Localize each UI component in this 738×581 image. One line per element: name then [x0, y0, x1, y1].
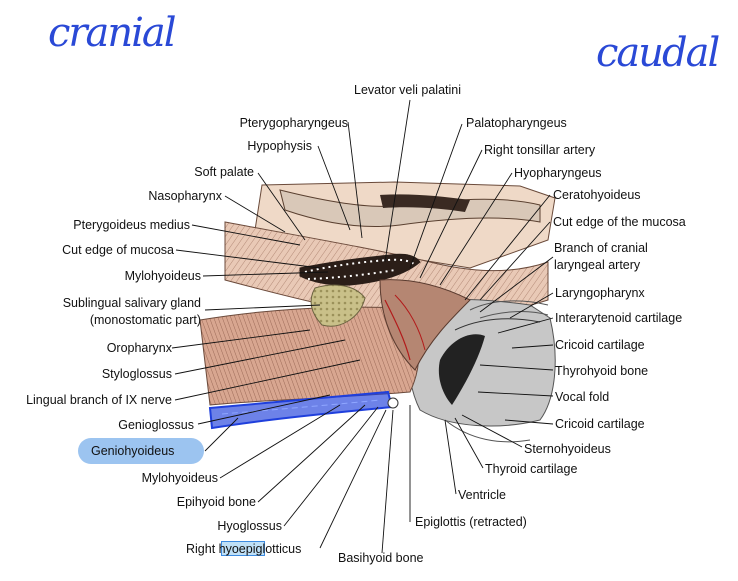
label-right-tonsillar-artery: Right tonsillar artery [484, 143, 596, 157]
label-sublingual-gland-1: Sublingual salivary gland [62, 296, 201, 310]
label-cricoid-cartilage-lower: Cricoid cartilage [555, 417, 645, 431]
label-vocal-fold: Vocal fold [555, 390, 610, 404]
label-hypophysis: Hypophysis [247, 139, 312, 153]
label-laryngopharynx: Laryngopharynx [555, 286, 645, 300]
label-right-hyoepiglotticus-highlighted: hyoepi [218, 542, 256, 556]
label-pterygoideus-medius: Pterygoideus medius [73, 218, 190, 232]
sublingual-gland [310, 284, 366, 327]
label-right-hyoepiglotticus-post: glotticus [255, 542, 302, 556]
label-nasopharynx: Nasopharynx [148, 189, 222, 203]
basihyoid-node [387, 397, 399, 409]
label-branch-cranial-laryngeal-artery-2: laryngeal artery [554, 258, 641, 272]
label-genioglossus: Genioglossus [118, 418, 194, 432]
handwritten-cranial: cranial [48, 10, 177, 56]
label-thyroid-cartilage: Thyroid cartilage [485, 462, 578, 476]
geniohyoideus-highlight [78, 438, 204, 464]
label-thyrohyoid-bone: Thyrohyoid bone [555, 364, 649, 378]
label-mylohyoideus-lower: Mylohyoideus [141, 471, 218, 485]
label-levator-veli-palatini: Levator veli palatini [354, 83, 462, 97]
mucosa-dotted-edge [299, 253, 421, 286]
label-interarytenoid-cartilage: Interarytenoid cartilage [555, 311, 683, 325]
label-basihyoid-bone: Basihyoid bone [338, 551, 424, 565]
label-oropharynx: Oropharynx [106, 341, 172, 355]
label-hyoglossus: Hyoglossus [217, 519, 282, 533]
label-right-hyoepiglotticus-pre: Right [186, 542, 219, 556]
hyoepi-highlight-box [221, 541, 265, 556]
label-mylohyoideus-upper: Mylohyoideus [124, 269, 201, 283]
label-cricoid-cartilage-upper: Cricoid cartilage [555, 338, 645, 352]
label-branch-cranial-laryngeal-artery-1: Branch of cranial [554, 241, 648, 255]
label-right-hyoepiglotticus: Right hyoepiglotticus [186, 542, 301, 557]
label-palatopharyngeus: Palatopharyngeus [466, 116, 567, 130]
label-styloglossus: Styloglossus [101, 367, 172, 381]
dark-cavity [380, 194, 470, 212]
label-hyopharyngeus: Hyopharyngeus [514, 166, 602, 180]
label-pterygopharyngeus: Pterygopharyngeus [239, 116, 348, 130]
label-sublingual-gland-2: (monostomatic part) [89, 313, 201, 327]
handwritten-caudal: caudal [596, 30, 720, 76]
label-cut-edge-of-mucosa: Cut edge of mucosa [62, 243, 174, 257]
label-ventricle: Ventricle [458, 488, 506, 502]
label-ceratohyoideus: Ceratohyoideus [553, 188, 641, 202]
label-soft-palate: Soft palate [194, 165, 254, 179]
label-epihyoid-bone: Epihyoid bone [176, 495, 256, 509]
label-geniohyoideus: Geniohyoideus [91, 444, 175, 458]
vocal-fold-dark [438, 334, 485, 405]
label-cut-edge-of-the-mucosa: Cut edge of the mucosa [553, 215, 686, 229]
label-lingual-branch-ix-nerve: Lingual branch of IX nerve [26, 393, 172, 407]
epiglottis-area [379, 279, 471, 371]
label-epiglottis-retracted: Epiglottis (retracted) [415, 515, 527, 529]
label-sternohyoideus: Sternohyoideus [524, 442, 611, 456]
